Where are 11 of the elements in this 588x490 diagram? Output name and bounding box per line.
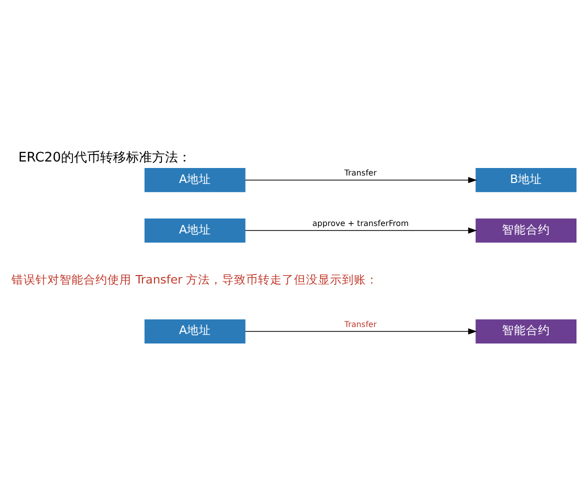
arrow [244,176,477,183]
diagram-title: ERC20的代币转移标准方法： [18,150,192,165]
node-box: A地址 [144,318,246,343]
arrow [244,226,477,234]
node-box: A地址 [144,168,246,192]
node-box: 智能合约 [476,318,576,343]
arrow [244,328,477,334]
node-box: B地址 [476,168,576,192]
node-box: A地址 [144,218,246,242]
node-box: 智能合约 [476,218,576,242]
label: 错误针对智能合约使用 Transfer 方法，导致币转走了但没显示到账： [12,272,378,286]
